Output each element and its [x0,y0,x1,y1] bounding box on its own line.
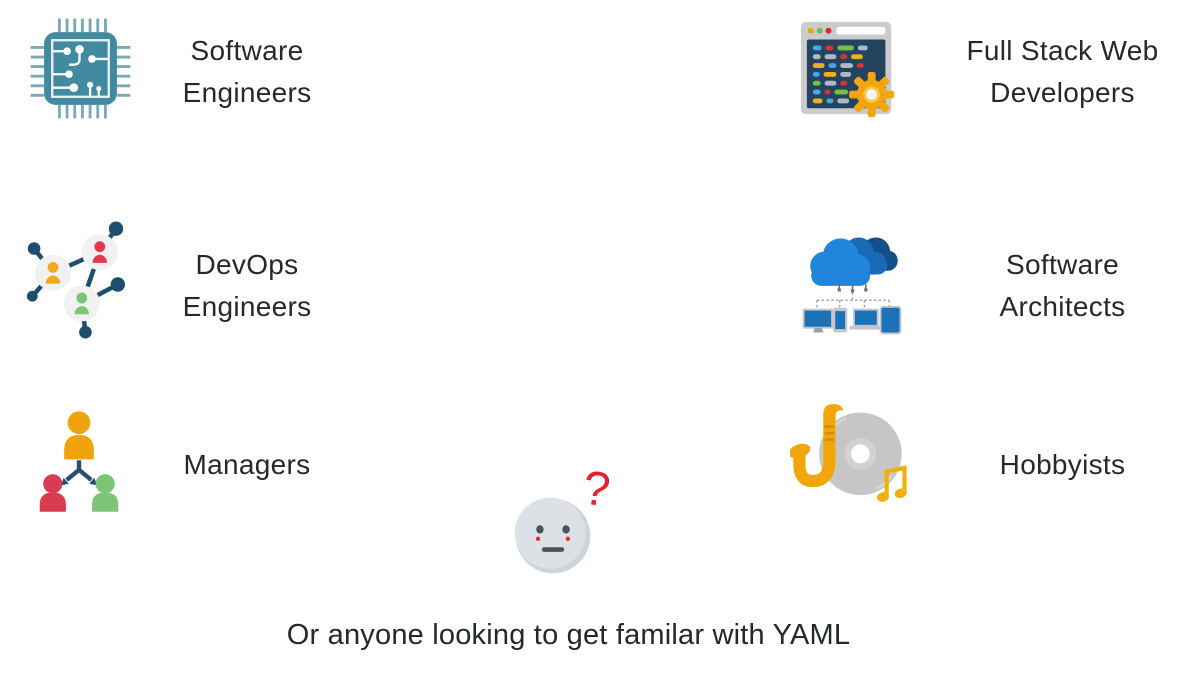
label-line: Hobbyists [999,449,1126,480]
chip-icon [23,11,138,126]
audience-label-full-stack-web-developers: Full Stack Web Developers [945,30,1180,114]
audience-label-software-architects: Software Architects [945,244,1180,328]
label-line: DevOps [195,249,299,280]
code-window-gear-icon [795,16,913,122]
saxophone-record-note-icon [790,402,912,515]
audience-label-devops-engineers: DevOps Engineers [137,244,357,328]
audience-label-software-engineers: Software Engineers [137,30,357,114]
label-line: Engineers [182,291,312,322]
label-line: Software [1006,249,1119,280]
label-line: Developers [990,77,1135,108]
cloud-devices-icon [796,227,910,341]
confused-face-icon [511,494,595,578]
people-network-icon [26,217,134,343]
label-line: Full Stack Web [966,35,1159,66]
label-line: Software [190,35,304,66]
label-line: Managers [183,449,311,480]
audience-label-hobbyists: Hobbyists [945,444,1180,486]
question-mark: ? [579,461,614,518]
org-chart-icon [31,405,127,512]
label-line: Architects [999,291,1126,322]
slide-caption: Or anyone looking to get familar with YA… [286,619,851,651]
label-line: Engineers [182,77,312,108]
audience-label-managers: Managers [137,444,357,486]
